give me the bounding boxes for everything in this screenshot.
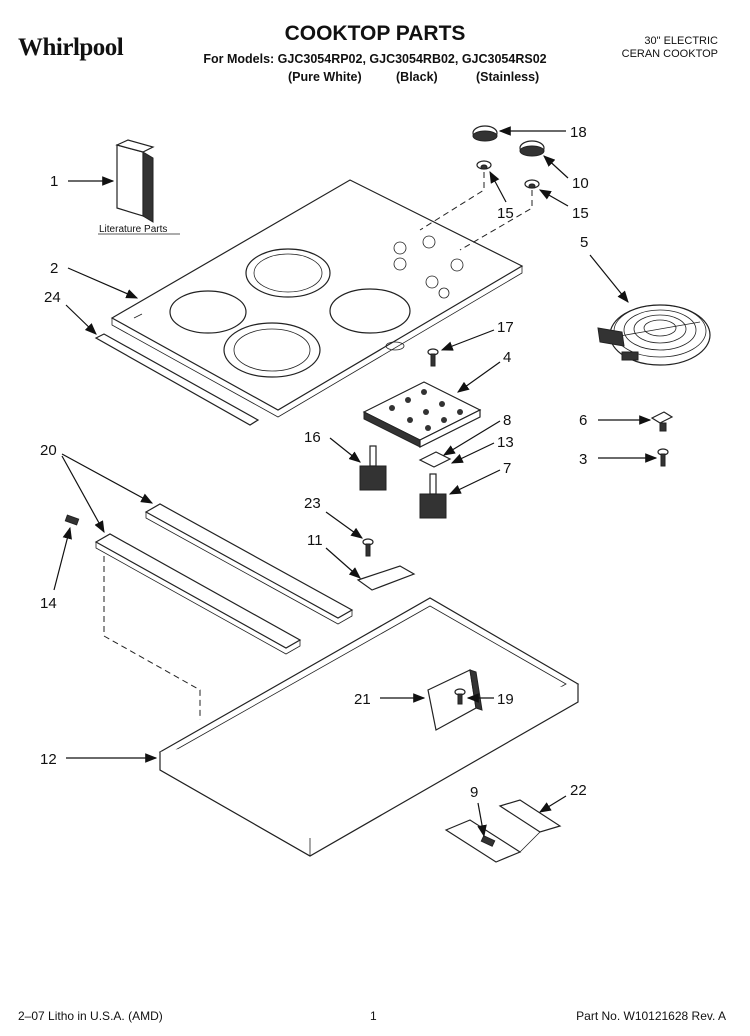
- mounting-bracket: [444, 799, 562, 863]
- callout-9: 9: [470, 784, 478, 801]
- callout-15a: 15: [497, 205, 514, 222]
- footer-page-number: 1: [370, 1009, 377, 1023]
- callout-1: 1: [50, 173, 58, 190]
- screw-19: [454, 688, 466, 705]
- screw-3: [657, 448, 669, 467]
- callout-22: 22: [570, 782, 587, 799]
- ceran-glass-cooktop: [110, 179, 524, 418]
- literature-parts-label: Literature Parts: [99, 224, 167, 235]
- callout-6: 6: [579, 412, 587, 429]
- callout-7: 7: [503, 460, 511, 477]
- finish-stainless: (Stainless): [476, 70, 540, 84]
- screw-14: [64, 514, 80, 526]
- callout-18: 18: [570, 124, 587, 141]
- callout-16: 16: [304, 429, 321, 446]
- brand-logo: Whirlpool: [18, 34, 124, 61]
- bracket-21: [427, 669, 483, 731]
- callout-11: 11: [307, 532, 323, 549]
- control-board: [362, 381, 482, 448]
- callout-4: 4: [503, 349, 511, 366]
- finish-black: (Black): [396, 70, 438, 84]
- insulator-plate: [418, 451, 452, 468]
- models-line: For Models: GJC3054RP02, GJC3054RB02, GJ…: [203, 52, 547, 66]
- callout-5: 5: [580, 234, 588, 251]
- screw-9: [480, 835, 496, 847]
- knob-spacer-15a: [476, 160, 492, 170]
- callout-14: 14: [40, 595, 57, 612]
- callout-19: 19: [497, 691, 514, 708]
- bracket-11: [356, 565, 416, 591]
- infinite-switch-16: [359, 445, 387, 491]
- callout-8: 8: [503, 412, 511, 429]
- element-clip: [650, 411, 674, 432]
- callout-20: 20: [40, 442, 57, 459]
- knob-spacer-15b: [524, 179, 540, 189]
- footer-litho: 2–07 Litho in U.S.A. (AMD): [18, 1009, 163, 1023]
- trim-strip: [94, 333, 260, 426]
- finish-pure-white: (Pure White): [288, 70, 362, 84]
- callout-12: 12: [40, 751, 57, 768]
- product-description-line1: 30" ELECTRIC: [644, 35, 718, 47]
- control-knob-10: [519, 140, 545, 157]
- callout-17: 17: [497, 319, 514, 336]
- support-rail-lower: [94, 533, 302, 655]
- page-title: COOKTOP PARTS: [284, 22, 466, 45]
- screw-23: [362, 538, 374, 557]
- callout-2: 2: [50, 260, 58, 277]
- callout-10: 10: [572, 175, 589, 192]
- leader-lines: [53, 126, 658, 838]
- cooktop-chassis-tray: [158, 597, 580, 857]
- callout-24: 24: [44, 289, 61, 306]
- radiant-surface-element: [597, 304, 711, 366]
- footer-part-number: Part No. W10121628 Rev. A: [576, 1009, 726, 1023]
- infinite-switch-7: [419, 473, 447, 519]
- literature-booklet: [115, 139, 155, 223]
- callout-23: 23: [304, 495, 321, 512]
- callout-3: 3: [579, 451, 587, 468]
- control-knob-18: [472, 125, 498, 142]
- support-rail-upper: [144, 503, 354, 625]
- callout-13: 13: [497, 434, 514, 451]
- callout-15b: 15: [572, 205, 589, 222]
- callout-21: 21: [354, 691, 371, 708]
- product-description-line2: CERAN COOKTOP: [621, 48, 718, 60]
- screw-17: [427, 348, 439, 367]
